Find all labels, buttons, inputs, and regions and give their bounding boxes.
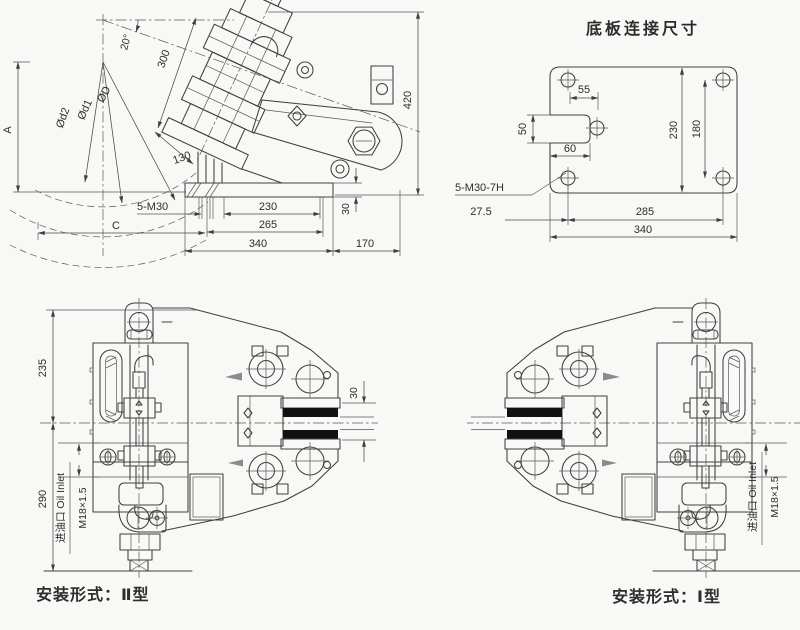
thread-callout-plate: 5-M30-7H — [455, 182, 504, 194]
brake-pad-bottom — [283, 430, 338, 439]
oil-inlet-label-i: 进油口 Oil Inlet — [746, 462, 759, 532]
dim-285-label: 285 — [636, 206, 654, 218]
front-view-type-i-labels: 进油口 Oil Inlet M18×1.5 安装形式：Ⅰ型 — [612, 452, 781, 606]
dim-50-label: 50 — [517, 123, 529, 135]
brake-pad-top — [283, 408, 338, 417]
pad-holder-top — [280, 397, 341, 409]
incline-centerline — [102, 19, 421, 133]
dim-a-label: A — [2, 126, 14, 134]
caliper-front-view-mirrored — [467, 298, 800, 578]
dim-60-label: 60 — [564, 143, 576, 155]
disc-mid-diameter-label: Ød1 — [76, 98, 95, 122]
spring-arch — [250, 36, 279, 58]
dim-340-label: 340 — [249, 238, 267, 250]
side-view: 20° ØD Ød1 Ød2 A C — [2, 0, 424, 268]
inspection-window — [99, 349, 123, 423]
hose-bottom — [134, 504, 154, 520]
dim-340-plate-label: 340 — [634, 224, 652, 236]
hose-top — [134, 355, 154, 373]
disc-outer-diameter-label: ØD — [95, 84, 113, 104]
dim-130-label: 130 — [171, 149, 192, 167]
adjuster-pointer — [225, 372, 242, 381]
bolt-hole — [711, 68, 735, 92]
dim-55-label: 55 — [578, 84, 590, 96]
dim-30-plate-label: 30 — [340, 203, 352, 215]
dim-27-5-label: 27.5 — [470, 206, 491, 218]
caption-type-i: 安装形式：Ⅰ型 — [612, 587, 721, 606]
oil-port — [99, 448, 117, 466]
caliper-stack — [161, 0, 293, 170]
dim-420-label: 420 — [402, 91, 414, 109]
base-plate-title: 底板连接尺寸 — [586, 19, 700, 38]
front-view-type-ii-dims: 235 290 30 进油口 Oil Inlet M18×1.5 安装形式：Ⅱ型 — [36, 309, 376, 604]
bolt-hole — [556, 68, 580, 92]
dim-235-label: 235 — [37, 359, 49, 377]
dim-230-label: 230 — [259, 201, 277, 213]
oil-inlet-label-ii: 进油口 Oil Inlet — [54, 473, 67, 543]
caption-type-ii: 安装形式：Ⅱ型 — [36, 585, 150, 604]
pad-holder-bottom — [280, 438, 341, 450]
thread-callout-side: 5-M30 — [137, 201, 168, 213]
hex-nut — [119, 533, 161, 551]
oil-inlet-thread-i: M18×1.5 — [769, 476, 781, 517]
dim-180-label: 180 — [691, 120, 703, 138]
oil-port — [158, 448, 176, 466]
base-plate-view: 底板连接尺寸 55 50 60 230 180 27.5 285 — [455, 19, 738, 242]
dim-290-label: 290 — [37, 490, 49, 508]
dim-170-label: 170 — [356, 238, 374, 250]
dim-c-label: C — [112, 220, 120, 232]
dim-300-label: 300 — [156, 48, 173, 69]
dim-265-label: 265 — [259, 219, 277, 231]
dim-230-plate-label: 230 — [668, 121, 680, 139]
hex-bolt — [347, 126, 381, 156]
adjuster-pointer — [228, 459, 243, 467]
bolt-hole — [585, 116, 609, 140]
caliper-front-view — [40, 298, 378, 578]
disc-inner-diameter-label: Ød2 — [54, 106, 72, 130]
dim-30-pad-label: 30 — [348, 387, 360, 399]
top-mount-lug — [124, 302, 154, 344]
oil-inlet-thread-ii: M18×1.5 — [77, 487, 89, 528]
support-arm — [197, 61, 403, 184]
angle-label: 20° — [118, 33, 134, 51]
